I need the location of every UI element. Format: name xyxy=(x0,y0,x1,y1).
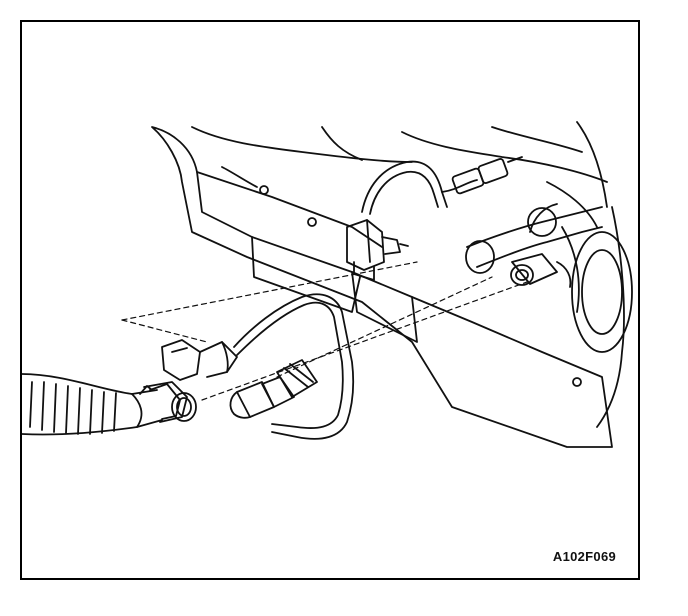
figure-frame: A102F069 xyxy=(20,20,640,580)
exploded-view-illustration xyxy=(22,121,633,448)
engine-housing xyxy=(151,121,633,448)
mounted-sensor xyxy=(346,219,409,281)
removed-sensor xyxy=(229,359,318,419)
figure-code: A102F069 xyxy=(552,549,616,564)
sensor-connector-pigtail xyxy=(161,293,355,440)
coolant-hose xyxy=(22,373,197,436)
alignment-guides xyxy=(121,261,528,401)
coolant-pipes xyxy=(465,203,603,288)
upper-wiring-harness xyxy=(361,156,523,215)
